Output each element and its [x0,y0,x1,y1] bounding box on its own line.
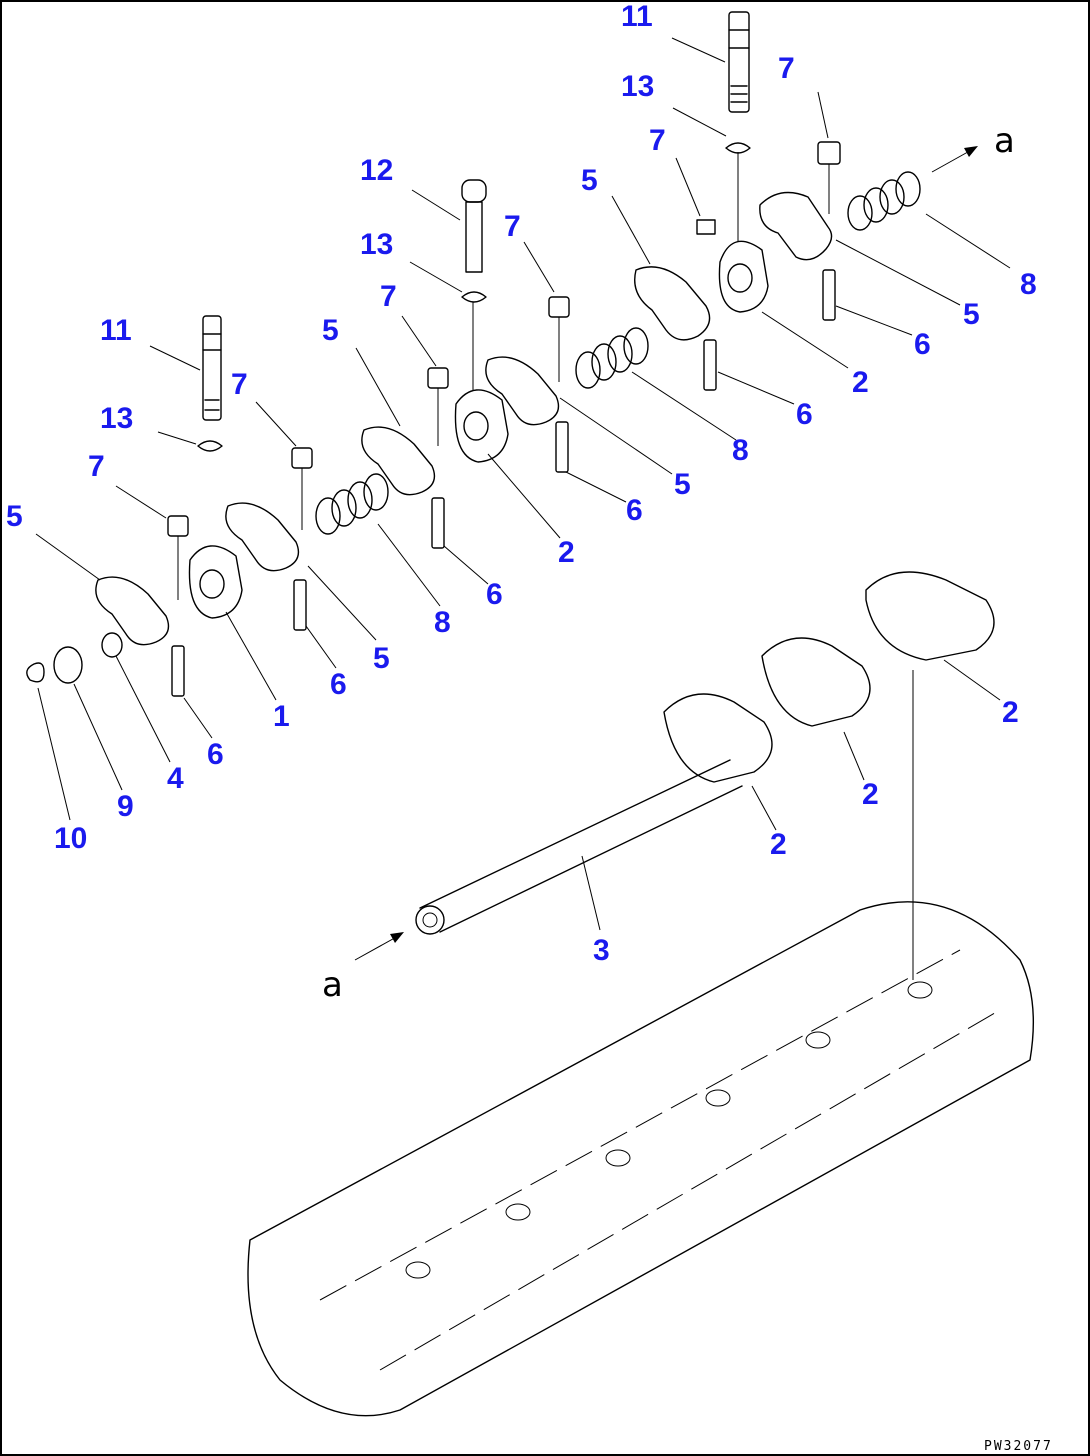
callout-5: 5 [6,500,23,533]
callout-5: 5 [581,164,598,197]
rocker-arm-5-left [225,502,300,572]
assembled-unit-middle [761,637,871,727]
bracket-2-center [454,389,509,463]
arrow-a-top [964,146,978,157]
callout-6: 6 [796,398,813,431]
callout-5: 5 [963,298,980,331]
stud-bolt-11-top [728,11,750,113]
snap-ring-10 [26,662,45,683]
washer-4 [101,632,123,658]
callout-8: 8 [1020,268,1037,301]
callout-13: 13 [360,228,393,261]
callout-12: 12 [360,154,393,187]
stud-bolt-11-left [202,315,222,421]
callout-7: 7 [88,450,105,483]
bolt-12 [461,179,487,273]
nut-7-small [696,219,716,235]
callout-4: 4 [167,762,184,795]
callout-8: 8 [732,434,749,467]
callout-5: 5 [674,468,691,501]
rocker-shaft-3 [415,759,743,935]
bolt-6-left [293,579,307,631]
callout-13: 13 [100,402,133,435]
bolt-6-top-right [822,269,836,321]
callout-9: 9 [117,790,134,823]
bracket-1 [188,545,243,619]
parts-artwork [26,11,1035,1417]
callout-5: 5 [373,642,390,675]
washer-13-mid [461,291,487,303]
callout-6: 6 [330,668,347,701]
washer-13-left [197,440,223,452]
callout-2: 2 [862,778,879,811]
drawing-reference: PW32077 [984,1439,1053,1454]
nut-7-far-left [167,515,189,537]
callout-7: 7 [231,368,248,401]
callout-5: 5 [322,314,339,347]
assembled-unit-rear [865,571,995,661]
bolt-6-mid-right [703,339,717,391]
callout-2: 2 [852,366,869,399]
callout-7: 7 [649,124,666,157]
callout-6: 6 [626,494,643,527]
callout-13: 13 [621,70,654,103]
callout-2: 2 [1002,696,1019,729]
bracket-2-top-right [718,240,769,313]
bolt-6-center [555,421,569,473]
view-marker-a-left: a [322,965,343,1005]
bolt-6-left-center [431,497,445,549]
rocker-arm-5-far-left [95,576,170,646]
view-marker-a-top: a [994,121,1015,161]
bolt-6-far-left [171,645,185,697]
assembled-unit-front [663,693,773,783]
arrow-a-left [390,932,404,943]
spring-8-top [847,171,921,231]
callout-2: 2 [558,536,575,569]
callout-7: 7 [504,210,521,243]
callout-numbers: 11 13 7 7 12 5 8 13 7 5 6 2 7 5 11 7 6 8… [6,0,1037,967]
callout-11: 11 [621,0,653,33]
rocker-arm-5-top-right [759,191,833,261]
cylinder-head [247,901,1035,1417]
nut-7-left-center [427,367,449,389]
rocker-arm-5-mid-right [634,266,711,341]
callout-2: 2 [770,828,787,861]
spring-8-mid [575,327,649,389]
callout-8: 8 [434,606,451,639]
callout-7: 7 [380,280,397,313]
nut-7-left [291,447,313,469]
spring-8-left [315,473,389,535]
callout-11: 11 [100,314,132,347]
nut-7-mid [548,296,570,318]
washer-13-top [725,142,751,154]
leader-lines [35,37,1011,931]
spring-9 [53,646,83,684]
callout-10: 10 [54,822,87,855]
callout-1: 1 [273,700,290,733]
nut-7-top-right [817,141,841,165]
callout-6: 6 [486,578,503,611]
callout-6: 6 [207,738,224,771]
callout-6: 6 [914,328,931,361]
rocker-arm-5-left-center [361,426,436,496]
callout-3: 3 [593,934,610,967]
callout-7: 7 [778,52,795,85]
rocker-arm-5-center [485,356,560,426]
